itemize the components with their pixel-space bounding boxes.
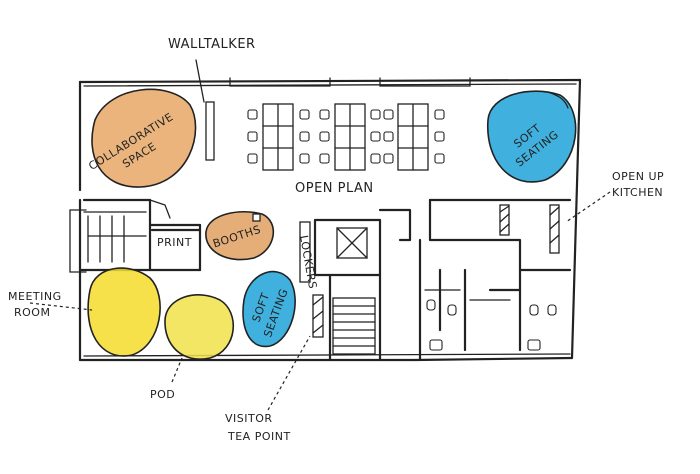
annotation-pointers <box>29 191 611 411</box>
lockers-unit <box>299 221 311 283</box>
walltalker-pointer <box>195 59 205 103</box>
svg-text:KITCHEN: KITCHEN <box>612 186 663 199</box>
open-plan-desks <box>247 103 445 171</box>
meeting-room-label: MEETING ROOM <box>8 290 62 319</box>
svg-text:MEETING: MEETING <box>8 290 62 303</box>
collaborative-space-zone <box>91 88 197 188</box>
pod-label: POD <box>150 388 175 401</box>
booths-zone <box>205 210 275 261</box>
interior-walls <box>78 198 572 362</box>
svg-text:OPEN UP: OPEN UP <box>612 170 664 183</box>
svg-text:TEA POINT: TEA POINT <box>227 430 291 443</box>
booths-marker <box>252 213 261 222</box>
pod-zone <box>164 294 234 360</box>
soft-seating-arrow <box>547 91 569 109</box>
print-label: PRINT <box>157 236 192 249</box>
walltalker-panel <box>205 101 215 161</box>
kitchen-counters <box>312 204 560 338</box>
meeting-room-zone <box>87 267 161 357</box>
walltalker-label: WALLTALKER <box>168 37 256 52</box>
svg-text:ROOM: ROOM <box>14 306 50 319</box>
open-plan-label: OPEN PLAN <box>295 181 374 196</box>
outer-walls <box>69 77 582 362</box>
visitor-tea-point-label: VISITOR TEA POINT <box>225 412 291 443</box>
open-up-kitchen-label: OPEN UP KITCHEN <box>612 170 664 199</box>
wc-fixtures <box>426 299 557 351</box>
staircase <box>332 297 376 355</box>
soft-seating-zone-top <box>487 90 577 183</box>
soft-seating-zone-bottom <box>242 270 296 348</box>
svg-text:VISITOR: VISITOR <box>225 412 273 425</box>
